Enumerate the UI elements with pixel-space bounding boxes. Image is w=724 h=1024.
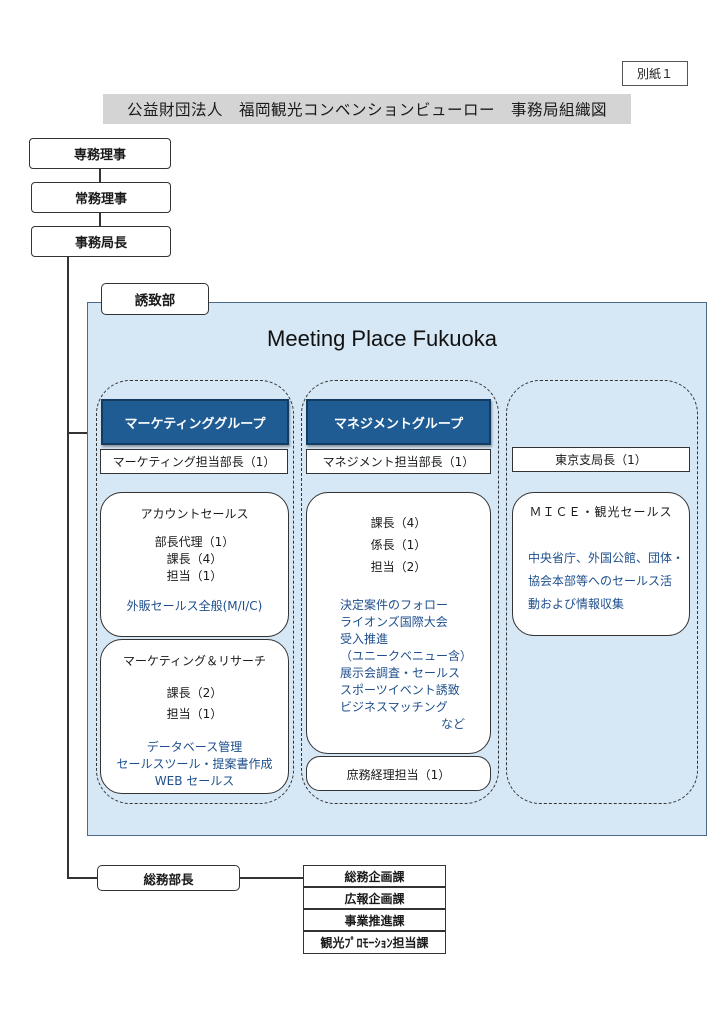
staff-line: 担当（1）	[166, 569, 223, 583]
duty-line: 受入推進	[340, 632, 389, 646]
management-group-header: マネジメントグループ	[306, 399, 491, 445]
admin-accounting-card: 庶務経理担当（1）	[306, 756, 491, 791]
tokyo-group-outline	[506, 380, 698, 804]
account-sales-heading: アカウントセールス	[140, 507, 249, 521]
duty-line: など	[441, 717, 466, 731]
marketing-manager: マーケティング担当部長（1）	[100, 449, 288, 474]
duty-line: （ユニークベニュー含）	[340, 649, 473, 663]
org-spine-line	[67, 257, 69, 879]
management-staff-card: 課長（4） 係長（1） 担当（2） 決定案件のフォロー ライオンズ国際大会 受入…	[306, 492, 491, 754]
duty-line: 決定案件のフォロー	[340, 598, 449, 612]
section-general-planning: 総務企画課	[303, 865, 446, 887]
section-business-promotion: 事業推進課	[303, 909, 446, 931]
tokyo-branch-manager: 東京支局長（1）	[512, 447, 690, 472]
mice-sales-card: ＭＩＣＥ・観光セールス 中央省庁、外国公館、団体・ 協会本部等へのセールス活 動…	[512, 492, 690, 636]
general-affairs-manager: 総務部長	[97, 865, 240, 891]
duty-line: 中央省庁、外国公館、団体・	[528, 551, 685, 565]
staff-line: 係長（1）	[370, 538, 427, 552]
marketing-research-heading: マーケティング＆リサーチ	[122, 654, 267, 668]
connector-line	[99, 169, 101, 182]
admin-accounting-label: 庶務経理担当（1）	[346, 768, 451, 782]
staff-line: 課長（4）	[370, 516, 427, 530]
duty-line: 動および情報収集	[528, 597, 625, 611]
staff-line: 課長（4）	[166, 552, 223, 566]
duty-line: 協会本部等へのセールス活	[528, 574, 673, 588]
staff-line: 担当（1）	[166, 707, 223, 721]
department-name: 誘致部	[101, 283, 209, 315]
section-tourism-promotion: 観光ﾌﾟﾛﾓｰｼｮﾝ担当課	[303, 931, 446, 954]
account-sales-duty: 外販セールス全般(M/I/C)	[126, 599, 263, 613]
exec-secretary-general: 事務局長	[31, 226, 171, 257]
duty-line: ライオンズ国際大会	[340, 615, 448, 629]
duty-line: 展示会調査・セールス	[340, 666, 461, 680]
marketing-group-header: マーケティンググループ	[101, 399, 289, 445]
connector-line	[99, 213, 101, 226]
exec-jomu-riji: 常務理事	[31, 182, 171, 213]
branch-line-general-affairs	[67, 877, 98, 879]
management-group-outline	[301, 380, 499, 804]
duty-line: ビジネスマッチング	[340, 700, 448, 714]
duty-line: WEB セールス	[154, 774, 235, 788]
marketing-research-card: マーケティング＆リサーチ 課長（2） 担当（1） データベース管理 セールスツー…	[100, 639, 289, 794]
attachment-label: 別紙１	[622, 61, 688, 86]
branch-line-sections	[240, 877, 303, 879]
chart-title: 公益財団法人 福岡観光コンベンションビューロー 事務局組織図	[103, 94, 631, 124]
mice-sales-heading: ＭＩＣＥ・観光セールス	[529, 505, 673, 519]
marketing-group-outline	[96, 380, 294, 804]
section-pr-planning: 広報企画課	[303, 887, 446, 909]
staff-line: 部長代理（1）	[154, 535, 235, 549]
staff-line: 課長（2）	[166, 686, 223, 700]
account-sales-card: アカウントセールス 部長代理（1） 課長（4） 担当（1） 外販セールス全般(M…	[100, 492, 289, 637]
duty-line: セールスツール・提案書作成	[116, 757, 273, 771]
staff-line: 担当（2）	[370, 560, 427, 574]
duty-line: データベース管理	[146, 740, 243, 754]
department-subtitle: Meeting Place Fukuoka	[267, 326, 497, 351]
exec-senmu-riji: 専務理事	[29, 138, 171, 169]
management-manager: マネジメント担当部長（1）	[306, 449, 491, 474]
duty-line: スポーツイベント誘致	[340, 683, 460, 697]
branch-line-department	[67, 432, 88, 434]
